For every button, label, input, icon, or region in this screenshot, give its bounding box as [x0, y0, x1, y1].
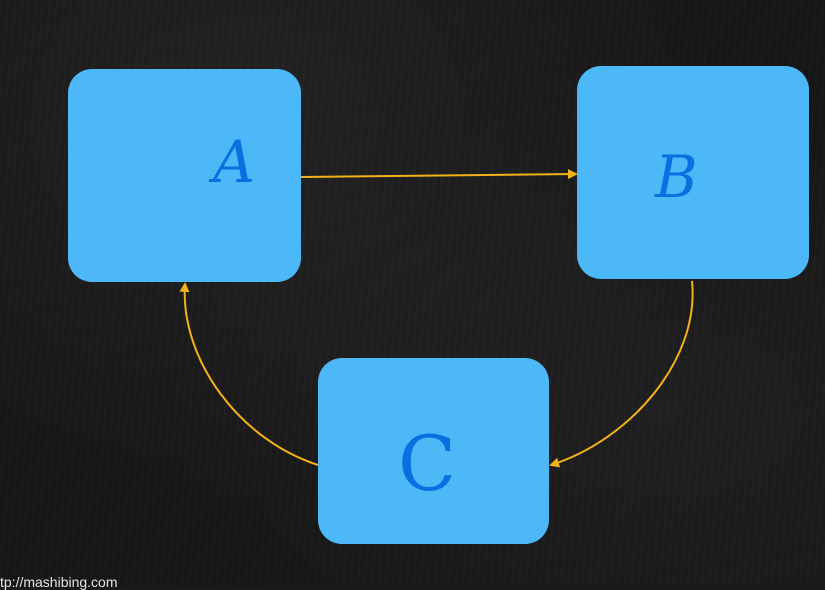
node-b-label: B — [655, 143, 698, 211]
node-c: C — [318, 358, 549, 544]
edge-c-to-a — [179, 282, 319, 466]
watermark-url: tp://mashibing.com — [0, 574, 118, 590]
node-b: B — [577, 66, 809, 279]
node-c-label: C — [398, 419, 457, 508]
node-a-label: A — [213, 128, 255, 196]
edge-a-to-b — [300, 169, 578, 180]
node-a: A — [68, 69, 301, 282]
edge-b-to-c — [549, 280, 694, 468]
